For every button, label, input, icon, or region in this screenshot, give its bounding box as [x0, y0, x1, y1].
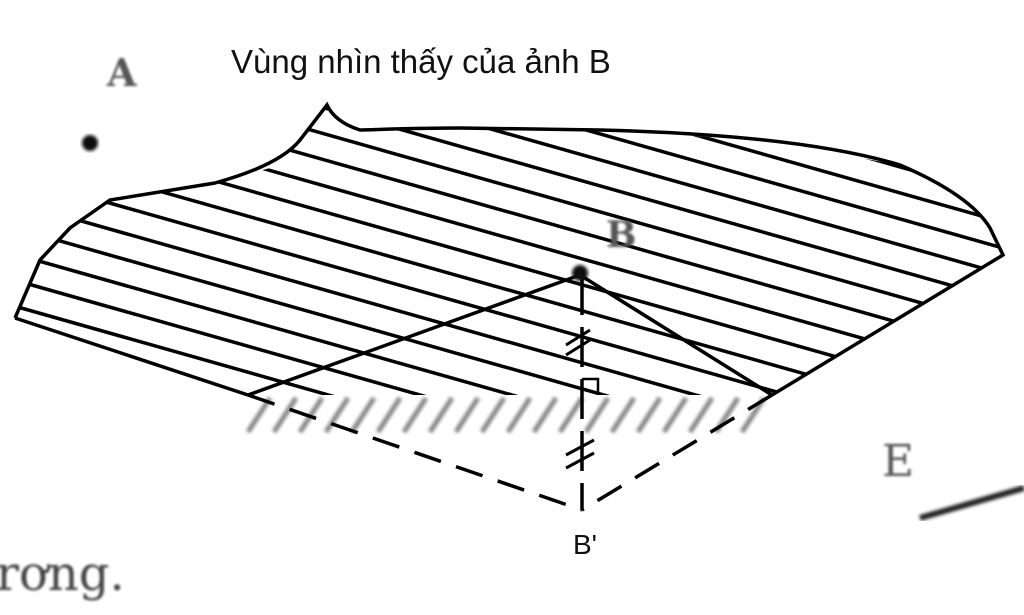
label-b: B	[606, 214, 637, 256]
hatch-line	[15, 170, 806, 395]
mirror-hatch-line	[401, 396, 429, 434]
hatch-line	[571, 105, 1003, 230]
hatch-line	[296, 105, 1003, 308]
label-a: A	[107, 50, 137, 95]
hatch-line	[938, 105, 1003, 126]
mirror-hatch-line	[635, 396, 663, 434]
hatch-line	[15, 378, 72, 395]
label-e: E	[882, 436, 915, 487]
hatch-line	[15, 300, 347, 395]
hatch-line	[15, 352, 163, 395]
label-b-prime: B'	[573, 529, 598, 560]
mirror-hatch-line	[427, 396, 455, 434]
mirror-hatch-line	[505, 396, 533, 434]
mirror	[245, 392, 772, 434]
diagram-title: Vùng nhìn thấy của ảnh B	[231, 43, 611, 80]
mirror-hatch-line	[479, 396, 507, 434]
visible-region-hatching	[15, 105, 1003, 395]
hatch-line	[15, 196, 714, 395]
mirror-hatch-line	[557, 396, 585, 434]
mirror-hatch-line	[687, 396, 715, 434]
mirror-hatch-line	[531, 396, 559, 434]
light-rays	[247, 273, 773, 512]
hatch-line	[15, 222, 622, 395]
hatch-line	[15, 248, 531, 395]
mirror-hatch-line	[349, 396, 377, 434]
hatch-line	[15, 274, 439, 395]
hatch-line	[20, 105, 1003, 386]
mirror-hatch-line	[583, 396, 611, 434]
mirror-hatch-line	[661, 396, 689, 434]
mirror-hatch-line	[609, 396, 637, 434]
mirror-hatch-line	[453, 396, 481, 434]
point-b-dot	[572, 265, 588, 281]
background-text: rơng.	[0, 546, 125, 602]
point-a-dot	[82, 135, 98, 151]
hatch-line	[846, 105, 1003, 152]
mirror-hatch-line	[375, 396, 403, 434]
hatch-line	[204, 105, 1003, 334]
mirror-hatch-line	[245, 396, 273, 434]
mirror-hatch-line	[271, 396, 299, 434]
visible-region-outline	[13, 101, 1006, 397]
mirror-hatch-line	[323, 396, 351, 434]
hatch-line	[15, 118, 990, 395]
line-e	[919, 485, 1024, 521]
hatch-line	[15, 144, 898, 395]
hatch-line	[479, 105, 1003, 256]
